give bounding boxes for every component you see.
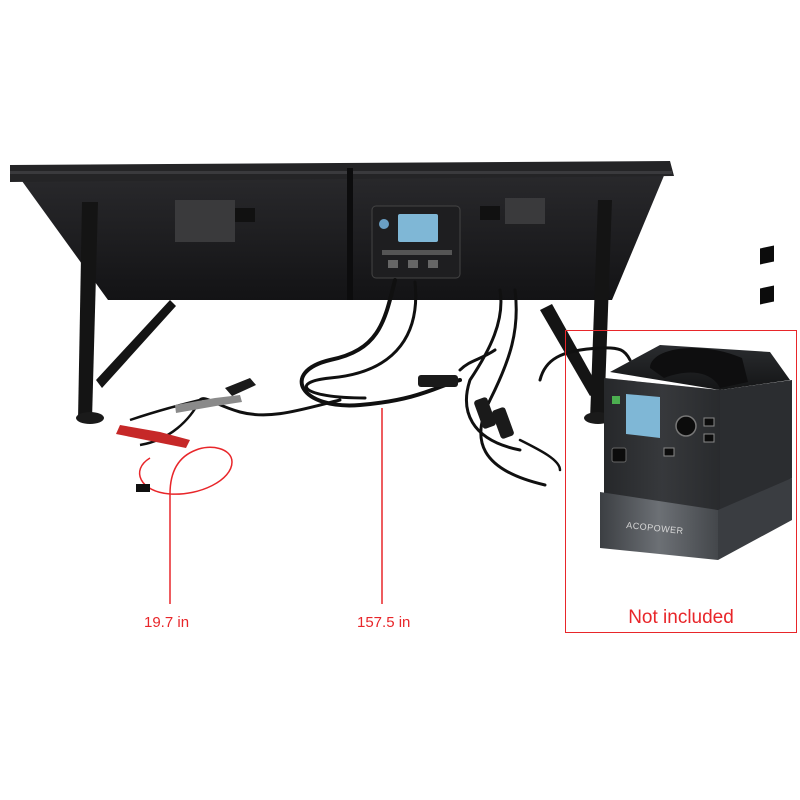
not-included-label: Not included [628,607,734,628]
not-included-frame: Not included [565,330,797,633]
short-cable-annotation [136,446,233,604]
long-cable-length-label: 157.5 in [357,614,411,631]
charge-controller [371,205,461,279]
battery-clamps [116,378,256,448]
portable-power-station [600,245,792,560]
mc4-connectors [418,375,514,439]
short-cable-length-label: 19.7 in [144,614,190,631]
solar-panel [10,161,674,300]
